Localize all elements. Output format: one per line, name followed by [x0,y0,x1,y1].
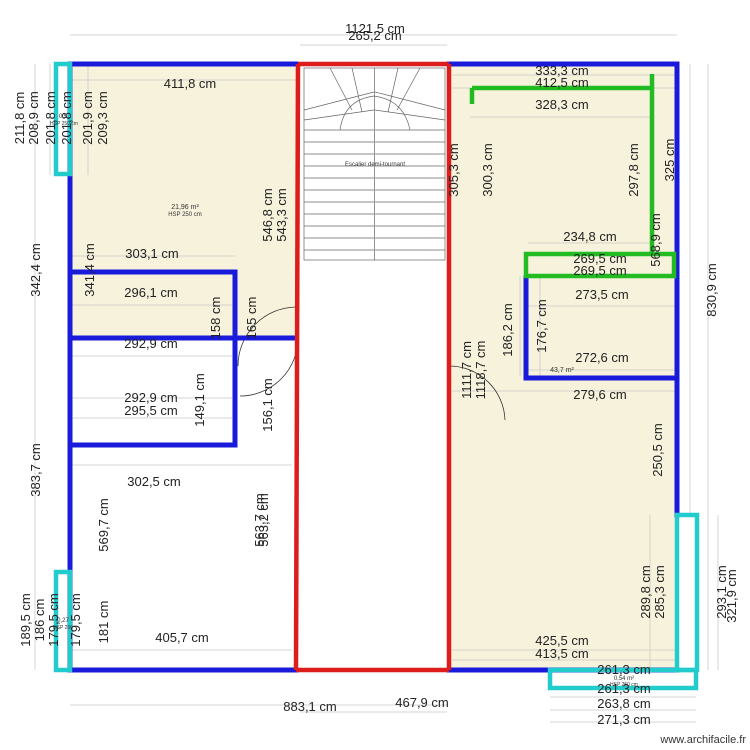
dim-rt-568: 568,9 cm [648,213,663,266]
dim-rt-333: 333,3 cm [535,63,588,78]
dim-467: 467,9 cm [395,695,448,710]
dim-rt-285: 285,3 cm [652,565,667,618]
dim-156: 156,1 cm [260,378,275,431]
dim-rt-297: 297,8 cm [626,143,641,196]
dim-rt-321: 321,9 cm [724,569,739,622]
dim-tl-h2: 208,9 cm [26,91,41,144]
dim-181: 181 cm [96,601,111,644]
dim-165: 165 cm [244,297,259,340]
dimension-labels: 1121,5 cm 265,2 cm 411,8 cm 211,8 cm 208… [12,21,739,727]
dim-rt-269a: 269,5 cm [573,251,626,266]
dim-rt-413: 413,5 cm [535,646,588,661]
room-right-area: 43,7 m² [550,367,574,374]
dim-883: 883,1 cm [283,699,336,714]
dim-mid-546: 546,8 cm [260,188,275,241]
dim-left-342: 342,4 cm [28,243,43,296]
dim-292a: 292,9 cm [124,336,177,351]
dim-rt-186: 186,2 cm [500,303,515,356]
room1-area: 21,96 m² [171,204,199,211]
dim-rt-289: 289,8 cm [638,565,653,618]
dim-296: 296,1 cm [124,285,177,300]
dim-tl-h1: 211,8 cm [12,92,27,145]
dim-mid-543: 543,3 cm [274,188,289,241]
walls-green [469,74,677,279]
dim-rt-261b: 261,3 cm [597,681,650,696]
room-top-left [70,64,296,270]
dim-rt-300: 300,3 cm [480,143,495,196]
room-left-mid [70,270,296,336]
room-labels: 21,96 m² HSP 250 cm Escalier demi-tourna… [50,114,638,688]
dim-rt-425: 425,5 cm [535,633,588,648]
dim-303: 303,1 cm [125,246,178,261]
small-top-hsp: HSP 250 cm [50,121,78,127]
small-br-area: 0,54 m² [614,676,634,682]
walls-cyan [53,61,700,691]
dim-rt-234: 234,8 cm [563,229,616,244]
dim-rt-272: 272,6 cm [575,350,628,365]
dim-left-383: 383,7 cm [28,443,43,496]
dim-tl-h5: 201,9 cm [80,91,95,144]
dim-rt-325: 325 cm [662,139,677,182]
dim-rt-830: 830,9 cm [704,263,719,316]
dim-302: 302,5 cm [127,474,180,489]
staircase [303,67,446,261]
dim-tl-width: 411,8 cm [164,76,217,91]
dim-563b: 563,2 cm [256,493,271,546]
dim-rt-293: 293,1 cm [714,565,729,618]
dim-top-center: 265,2 cm [348,28,401,43]
dim-189: 189,5 cm [18,593,33,646]
small-bl-hsp: HSP 250 [53,625,73,631]
dim-158: 158 cm [208,297,223,340]
dim-563a: 563,7 cm [252,493,267,546]
dim-rt-263: 263,8 cm [597,696,650,711]
dim-rt-1118: 1118,7 cm [473,341,488,400]
small-bl-area: 0,27 [57,618,69,624]
walls-red [293,61,452,673]
dim-rt-305: 305,3 cm [446,143,461,196]
dim-rt-1111: 1111,7 cm [459,341,474,399]
dim-186: 186 cm [32,599,47,642]
dim-rt-279: 279,6 cm [573,387,626,402]
dim-tl-h6: 209,3 cm [95,91,110,144]
dim-rt-176: 176,7 cm [534,299,549,352]
dim-tl-h4: 201,8 cm [59,91,74,144]
dim-top-total: 1121,5 cm [345,21,405,36]
dim-149: 149,1 cm [192,373,207,426]
dim-rt-269b: 269,5 cm [573,263,626,278]
dim-295: 295,5 cm [124,403,177,418]
dim-179b: 179,5 cm [68,593,83,646]
watermark: www.archifacile.fr [659,734,746,746]
dim-292b: 292,9 cm [124,390,177,405]
dim-rt-271: 271,3 cm [597,712,650,727]
dim-tl-h3: 201,8 cm [43,91,58,144]
dim-rt-261a: 261,3 cm [597,662,650,677]
dim-rt-412: 412,5 cm [535,75,588,90]
dim-rt-273: 273,5 cm [575,287,628,302]
dim-341: 341,4 cm [82,243,97,296]
room1-hsp: HSP 250 cm [168,212,202,218]
dim-rt-250: 250,5 cm [650,423,665,476]
dim-rt-328: 328,3 cm [535,97,588,112]
dim-405: 405,7 cm [155,630,208,645]
stair-label: Escalier demi-tournant [345,162,405,168]
dim-569: 569,7 cm [96,498,111,551]
room-right [449,64,677,670]
small-top-area: 0,5 [59,114,68,120]
dim-179a: 179,5 cm [46,593,61,646]
small-br-hsp: HSP 250 cm [610,682,638,688]
